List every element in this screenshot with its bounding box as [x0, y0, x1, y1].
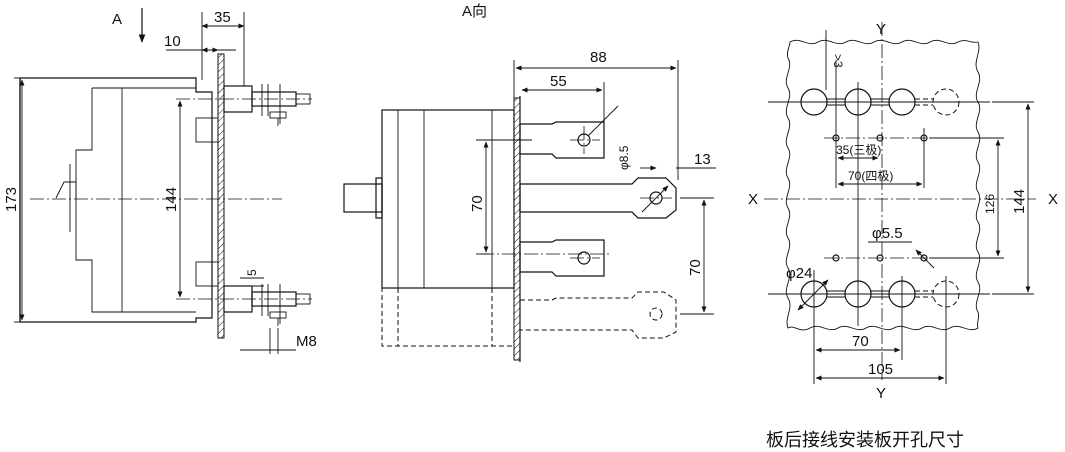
small-holes: [813, 60, 947, 384]
dim-overall-height: 173: [3, 187, 20, 212]
panel-break-outline: [785, 39, 981, 331]
dim-pitch-left: 70: [469, 195, 486, 212]
lower-terminal: [176, 284, 312, 326]
dim-inner-height: 126: [983, 194, 997, 214]
figure-caption: 板后接线安装板开孔尺寸: [766, 430, 964, 451]
dim-top-width: 35: [214, 9, 231, 26]
view-direction-label: A: [112, 11, 122, 28]
dim-overall-depth: 88: [590, 49, 607, 66]
breaker-inner-body: [75, 87, 196, 313]
dim-four-pole: 70(四极): [848, 169, 893, 183]
dim-small: 5: [245, 269, 259, 276]
dim-hole-dia: φ8.5: [617, 145, 631, 170]
upper-terminal: [176, 84, 312, 126]
dim-pitch-right: 70: [687, 259, 704, 276]
front-mounting-plate: [513, 97, 521, 361]
front-view: A向: [343, 3, 716, 362]
dim-small-hole: φ5.5: [872, 225, 903, 242]
dim-outer-height: 144: [1011, 189, 1028, 214]
axis-y-bottom: Y: [876, 385, 886, 402]
front-housing: [381, 109, 515, 289]
hidden-lower-body: [381, 287, 515, 347]
axis-y-top: Y: [876, 21, 886, 38]
breaker-body-outline: [19, 77, 213, 323]
thread-label: M8: [296, 333, 317, 350]
side-view: A: [3, 8, 317, 354]
dim-large-hole: φ24: [786, 265, 812, 282]
operating-handle: [55, 181, 77, 199]
dim-three-pole: 35(三极): [836, 143, 881, 157]
dim-spacing-105: 105: [868, 361, 893, 378]
upper-hole-row: [768, 88, 990, 116]
mounting-plate: [217, 53, 225, 339]
view-a-title: A向: [462, 3, 487, 20]
front-terminal-upper: [519, 121, 605, 159]
dim-spacing-70: 70: [852, 333, 869, 350]
front-terminal-hidden: [519, 291, 677, 339]
panel-cutout: Y Y X X: [748, 21, 1058, 402]
dim-hole-edge: 13: [694, 151, 711, 168]
front-terminal-lower: [519, 239, 605, 277]
dim-terminal-pitch: 144: [163, 187, 180, 212]
dim-terminal-reach: 55: [550, 73, 567, 90]
axis-x-right: X: [1048, 191, 1058, 208]
dim-top-offset: 10: [164, 33, 181, 50]
lower-hole-row: [768, 280, 990, 308]
front-terminal-middle: [519, 177, 677, 219]
axis-x-left: X: [748, 191, 758, 208]
dim-min-gap: >3: [831, 54, 845, 68]
